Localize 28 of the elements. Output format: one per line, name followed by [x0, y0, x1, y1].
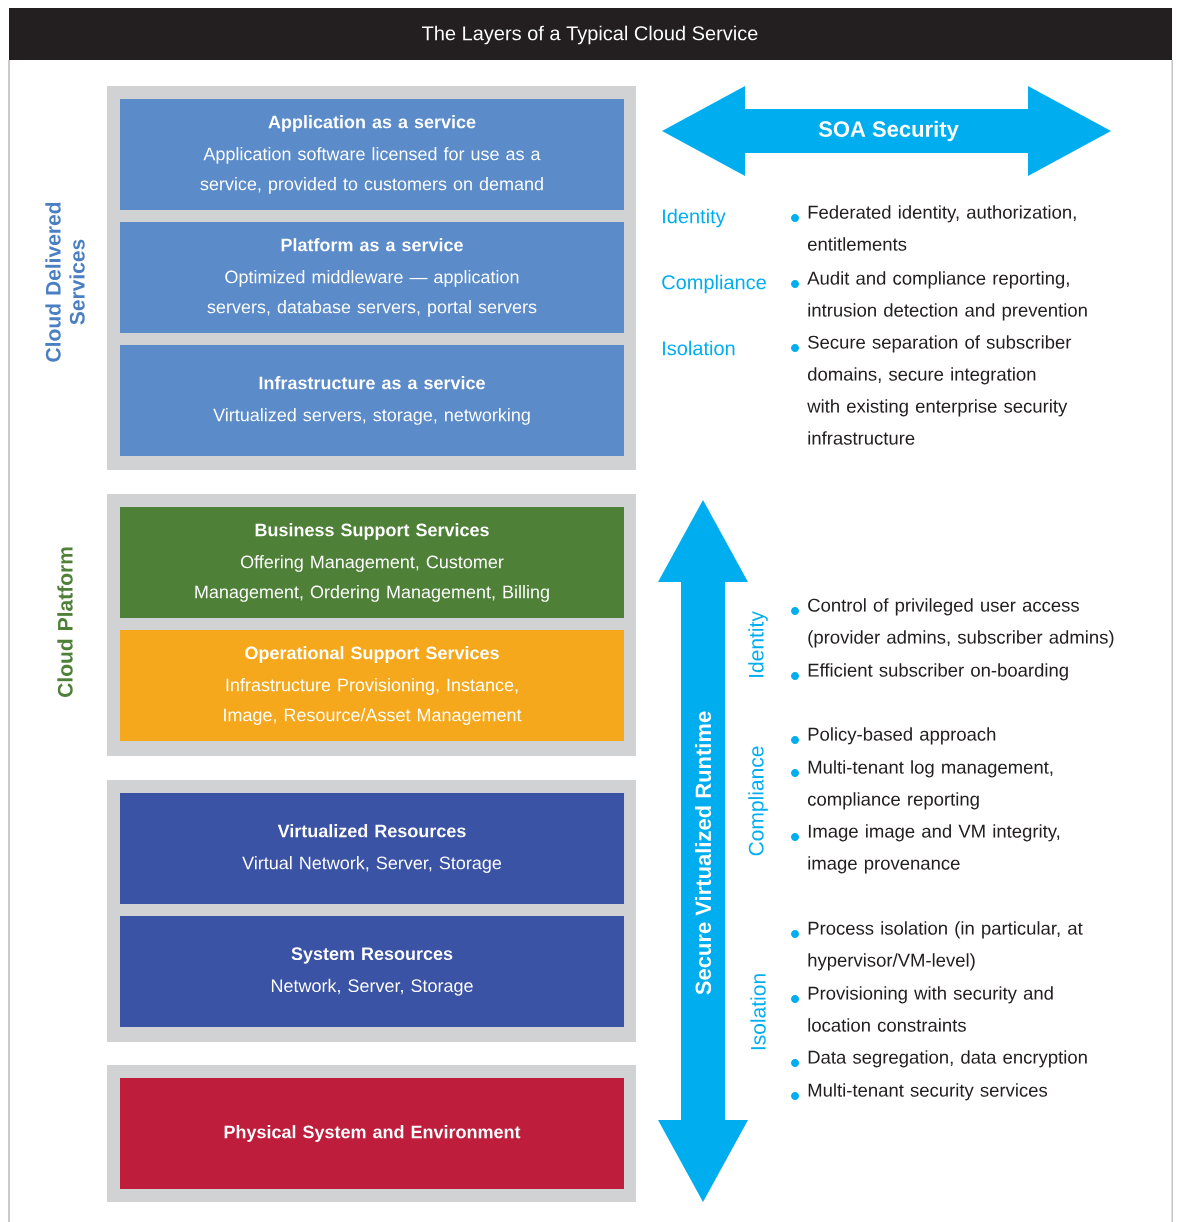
category-label: Identity — [748, 611, 768, 677]
category-label: Isolation — [663, 340, 735, 356]
node-label: Cloud Platform — [57, 547, 73, 697]
bullet-text: Policy-based approach — [808, 727, 996, 745]
bullet-text: Multi-tenant log management, compliance reporting — [808, 760, 1053, 810]
bullet-text: Image image and VM integrity, image provenance — [808, 824, 1060, 874]
bullet-text: Process isolation (in particular, at hypervisor/VM-level) — [808, 921, 1083, 971]
bullet-text: Federated identity, authorization, entitlements — [808, 205, 1076, 251]
layer-box: Business Support Services Offering Management, Customer Management, Ordering Management, Billing — [120, 507, 624, 618]
bullet-text: Provisioning with security and location constraints — [808, 986, 1053, 1032]
node-label: Cloud Delivered Services — [45, 202, 85, 362]
bullet-text: Control of privileged user access (provider admins, subscriber admins) — [808, 598, 1114, 648]
category-label: Compliance — [662, 274, 766, 294]
bullet-text: Audit and compliance reporting, intrusion detection and prevention — [807, 271, 1087, 321]
layer-box: Infrastructure as a service Virtualized servers, storage, networking — [120, 345, 624, 456]
bullet-text: Data segregation, data encryption — [808, 1050, 1087, 1068]
title-bar: The Layers of a Typical Cloud Service — [9, 8, 1172, 60]
layer-box: Platform as a service Optimized middleware — application servers, database servers, portal servers — [120, 222, 624, 333]
bullet-text: Secure separation of subscriber domains, secure integration with existing enterprise security infrastructure — [807, 335, 1072, 445]
layer-box: Physical System and Environment — [120, 1078, 624, 1189]
category-label: Identity — [663, 208, 726, 228]
bullet-text: Efficient subscriber on-boarding — [808, 663, 1068, 681]
layer-box: Virtualized Resources Virtual Network, Server, Storage — [120, 793, 624, 904]
layer-box: Operational Support Services Infrastructure Provisioning, Instance, Image, Resource/Asset Management — [120, 630, 624, 741]
layer-box: System Resources Network, Server, Storage — [120, 916, 624, 1027]
category-label: Compliance — [748, 746, 768, 856]
layer-box: Application as a service Application software licensed for use as a service, provided to customers on demand — [120, 99, 624, 210]
bullet-text: Multi-tenant security services — [808, 1083, 1048, 1101]
